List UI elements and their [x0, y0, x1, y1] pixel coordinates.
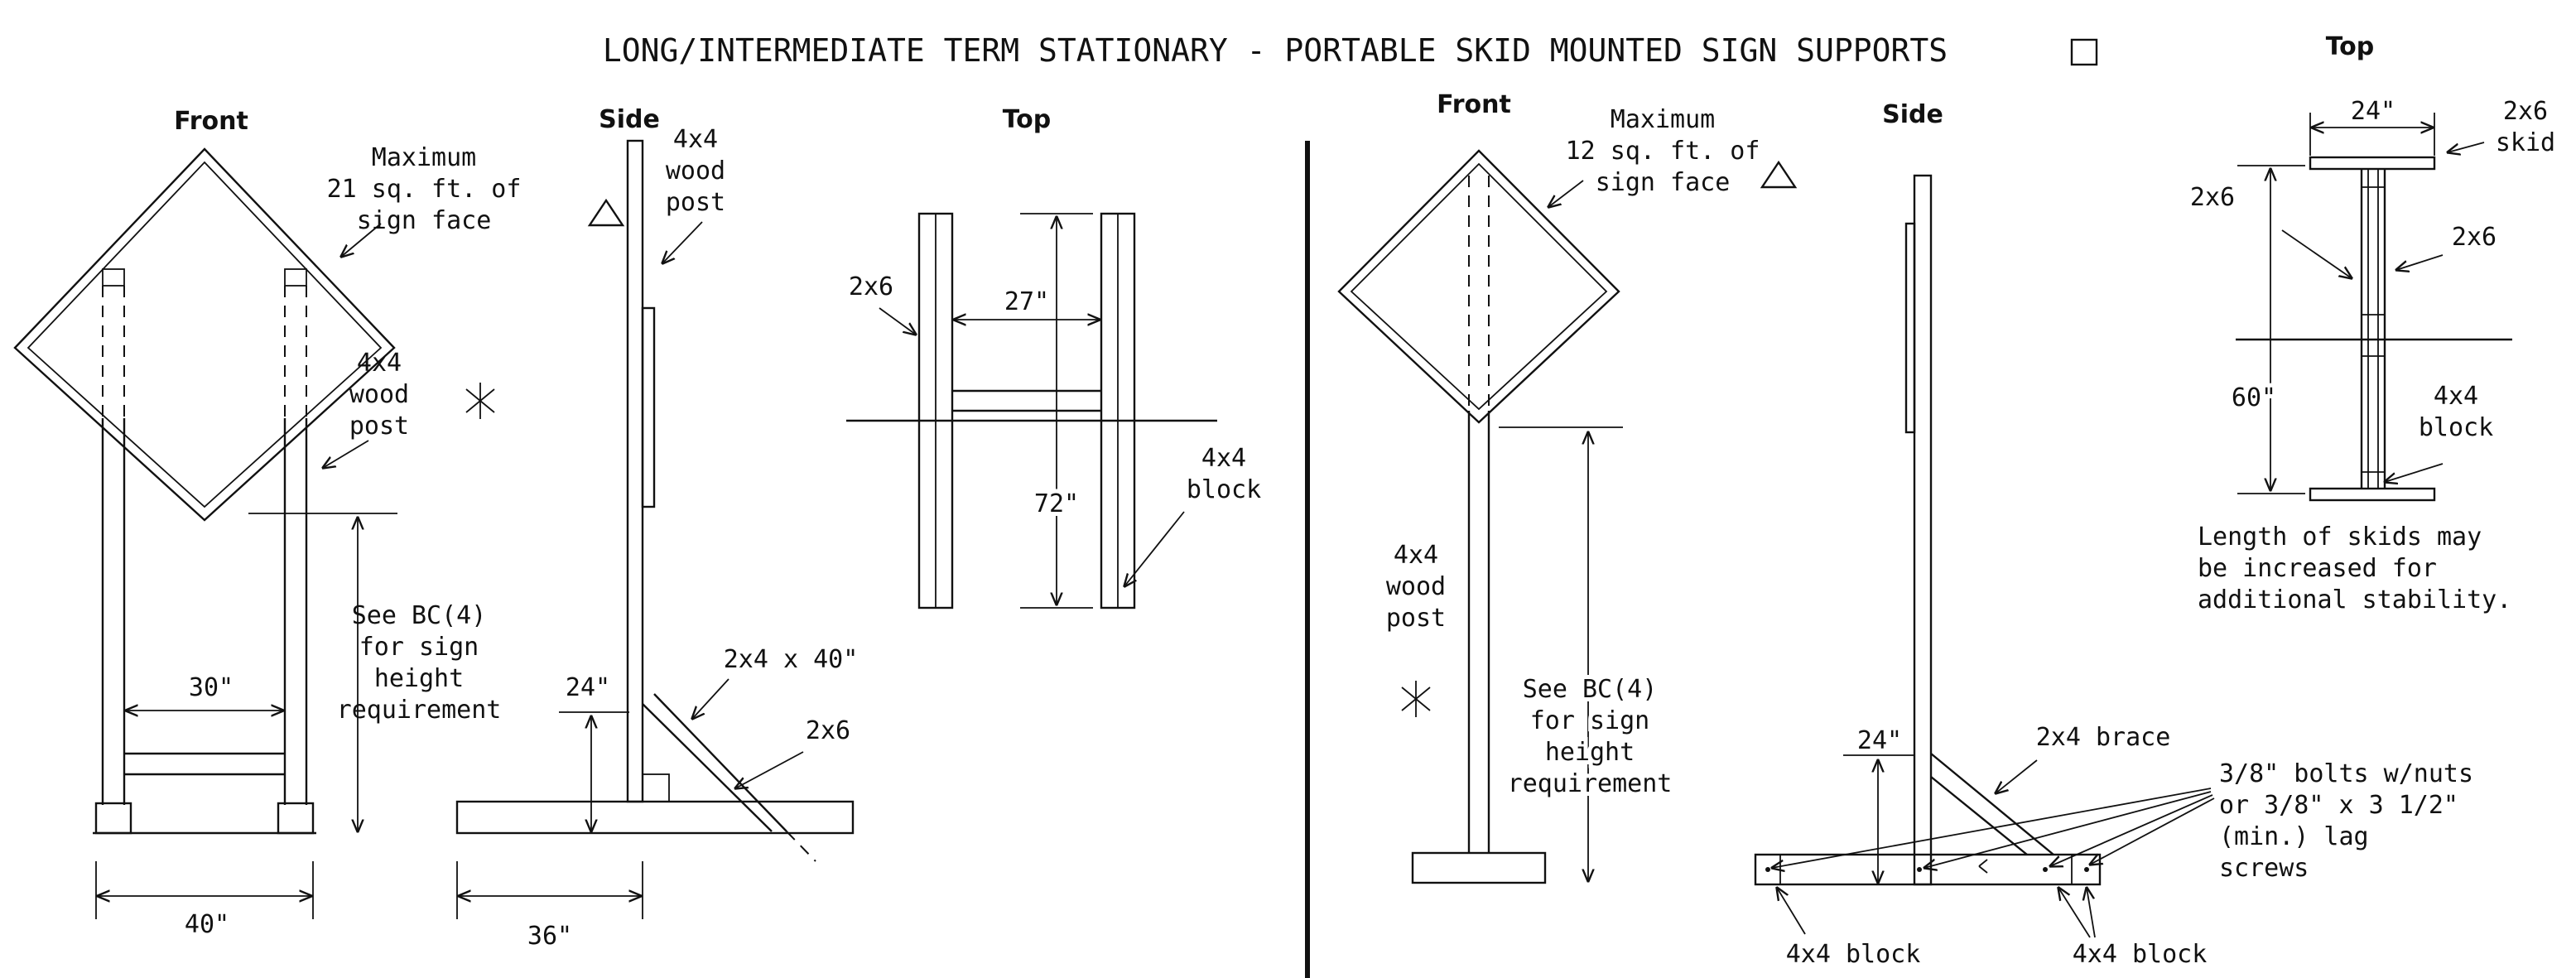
left-side-post [626, 139, 644, 803]
right-front-view-label: Front [1437, 90, 1511, 119]
left-top-block-note-1: 4x4 [1201, 444, 1246, 473]
right-asterisk-symbol [1401, 681, 1431, 717]
right-top-skid-note-2: skid [2496, 128, 2555, 157]
left-side-skid-note: 2x6 [806, 716, 850, 745]
right-post-note-1: 4x4 [1394, 541, 1438, 570]
left-top-dim-length: 72" [1034, 489, 1079, 518]
right-top-member-left: 2x6 [2190, 183, 2235, 212]
left-top-view: Top 27" 72" 2x6 4x4 block [846, 105, 1261, 609]
left-post-note-3: post [349, 412, 409, 441]
left-side-post-note-3: post [666, 188, 725, 217]
right-height-note-4: requirement [1508, 769, 1673, 798]
right-triangle-symbol [1760, 160, 1798, 189]
right-top-skid-note-1: 2x6 [2503, 97, 2548, 126]
right-top-view: Top 24" 60" 2x6 skid 2x6 2x6 [2190, 32, 2555, 614]
right-post-note-3: post [1386, 604, 1446, 633]
right-max-note-2: 12 sq. ft. of [1566, 137, 1760, 166]
left-front-block [94, 802, 132, 835]
left-front-view-label: Front [174, 107, 248, 136]
right-height-note-3: height [1545, 738, 1635, 767]
right-front-block [277, 802, 315, 835]
left-height-note-4: requirement [337, 696, 502, 725]
left-top-skid-note: 2x6 [849, 272, 893, 301]
drawing-title: LONG/INTERMEDIATE TERM STATIONARY - PORT… [603, 32, 1948, 69]
right-sign-border [1350, 162, 1608, 411]
right-max-note-3: sign face [1596, 168, 1731, 197]
right-top-stability-note-3: additional stability. [2198, 585, 2511, 614]
left-side-dim-length: 36" [527, 922, 572, 951]
left-sign-face [13, 147, 396, 522]
left-top-block-note-2: block [1187, 475, 1261, 504]
right-side-view-label: Side [1882, 100, 1943, 129]
left-front-dim-base-width: 40" [185, 910, 229, 939]
left-height-note-3: height [374, 664, 464, 693]
right-top-dim-width: 24" [2351, 97, 2395, 126]
left-triangle-symbol [587, 198, 625, 227]
right-side-block-right: 4x4 block [2073, 940, 2208, 969]
left-sign-border [26, 161, 383, 508]
right-bolt-note-4: screws [2219, 854, 2309, 883]
right-front-view: Front Maximum 12 sq. ft. of sign face 4x… [1337, 90, 1798, 884]
left-top-view-label: Top [1003, 105, 1052, 134]
right-top-skid-upper [2309, 156, 2436, 171]
left-front-view: Front 30" 40" Maximum 21 [13, 107, 625, 939]
left-side-post-note-1: 4x4 [673, 125, 718, 154]
right-side-block-left: 4x4 block [1786, 940, 1921, 969]
left-height-note-1: See BC(4) [352, 601, 487, 630]
left-side-post-note-2: wood [666, 157, 725, 185]
right-top-block-note-2: block [2419, 413, 2493, 442]
right-front-base [1411, 851, 1547, 884]
left-post-note-1: 4x4 [357, 349, 402, 378]
right-max-note-1: Maximum [1611, 105, 1715, 134]
left-side-dim-height: 24" [566, 673, 610, 702]
right-bolt-note-3: (min.) lag [2219, 822, 2369, 851]
right-side-skid [1754, 853, 2102, 886]
right-side-post [1913, 174, 1933, 886]
right-bolt-note-2: or 3/8" x 3 1/2" [2219, 791, 2458, 820]
right-height-note-1: See BC(4) [1523, 675, 1658, 704]
right-top-stability-note-1: Length of skids may [2198, 523, 2482, 552]
right-side-view: Side 24" 2x4 brace 3/8" bolts w/nuts or … [1754, 100, 2473, 969]
left-side-view-label: Side [599, 105, 660, 134]
left-post-note-2: wood [349, 380, 409, 409]
left-side-brace-note: 2x4 x 40" [724, 645, 859, 674]
right-sign-face [1337, 149, 1620, 424]
left-asterisk-symbol [465, 383, 495, 419]
right-top-skid-lower [2309, 487, 2436, 502]
right-height-note-2: for sign [1530, 706, 1650, 735]
right-side-dim-height: 24" [1857, 726, 1902, 755]
right-side-brace-note: 2x4 brace [2036, 723, 2171, 752]
right-top-stability-note-2: be increased for [2198, 554, 2437, 583]
left-side-view: Side 24" 36" 4x4 wood post 2x4 x 40" 2x6 [455, 105, 859, 951]
right-top-member-right: 2x6 [2452, 223, 2497, 252]
left-front-dim-post-spacing: 30" [189, 673, 234, 702]
title-checkbox [2070, 38, 2098, 66]
left-side-skid [455, 800, 855, 835]
left-height-note-2: for sign [359, 633, 479, 662]
right-bolt-note-1: 3/8" bolts w/nuts [2219, 759, 2473, 788]
right-top-view-label: Top [2326, 32, 2375, 61]
left-max-note-1: Maximum [372, 143, 476, 172]
left-side-sign [641, 306, 656, 508]
right-side-sign [1904, 222, 1916, 434]
right-top-block-note-1: 4x4 [2434, 382, 2478, 411]
right-top-dim-length: 60" [2232, 383, 2276, 412]
left-top-dim-inner: 27" [1004, 287, 1049, 316]
left-max-note-3: sign face [357, 206, 492, 235]
right-post-note-2: wood [1386, 572, 1446, 601]
left-max-note-2: 21 sq. ft. of [327, 175, 522, 204]
